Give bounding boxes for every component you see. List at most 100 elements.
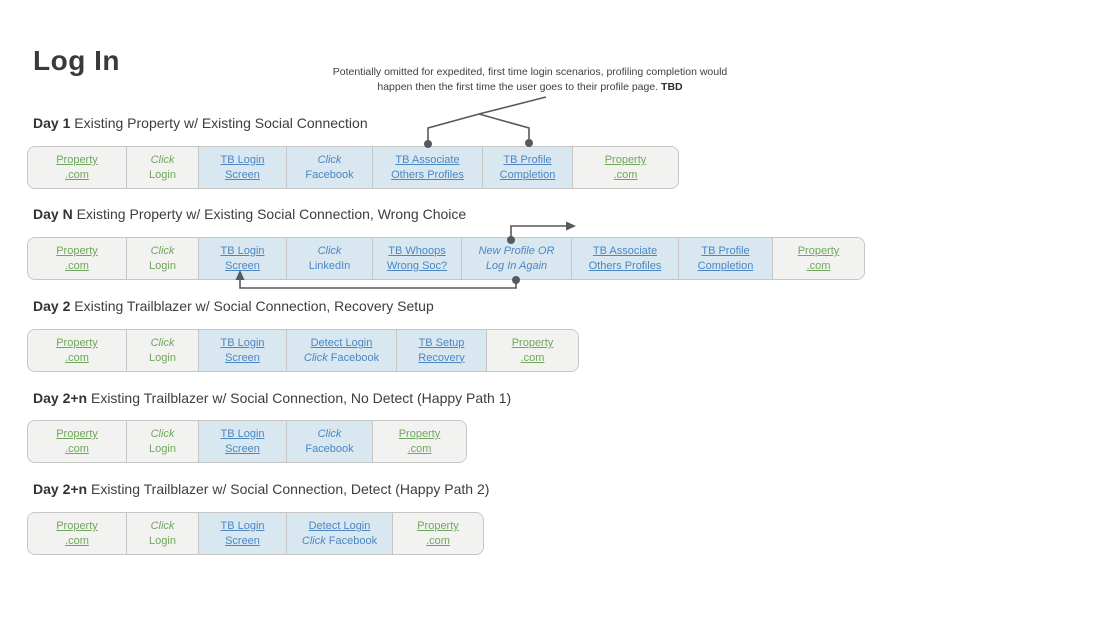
step-line: TB Login [220, 154, 265, 166]
step-line: Recovery [418, 351, 465, 364]
step-property-com[interactable]: Property .com [28, 238, 126, 279]
step-line: TB Login [220, 337, 265, 349]
step-line: Screen [225, 442, 260, 455]
step-line: Facebook [305, 442, 354, 455]
annotation-note: Potentially omitted for expedited, first… [280, 65, 780, 95]
step-property-com[interactable]: Property.com [392, 513, 483, 554]
step-line: Property [56, 337, 98, 349]
step-line: Property [417, 520, 459, 532]
tbd-label: TBD [661, 81, 683, 93]
step-line: TB Login [220, 520, 265, 532]
step-line: Property [56, 520, 98, 532]
step-line: Completion [697, 259, 754, 272]
step-line: Log In Again [485, 259, 548, 272]
step-property-com[interactable]: Property.com [28, 147, 126, 188]
step-line: New Profile OR [478, 245, 555, 257]
step-line: LinkedIn [308, 259, 351, 272]
step-property-com[interactable]: Property.com [486, 330, 578, 371]
step-line: Login [149, 442, 176, 455]
step-line: TB Associate [592, 245, 658, 257]
step-line: .com [65, 534, 89, 547]
step-property-com[interactable]: Property .com [28, 330, 126, 371]
flow-day-label: Day N [33, 206, 73, 222]
step-line: Click [150, 428, 175, 440]
step-line: Property [56, 245, 98, 257]
step-line: Screen [225, 351, 260, 364]
step-line: Others Profiles [391, 168, 464, 181]
step-line: Property [797, 245, 840, 257]
step-new-profile-or-log-in-again: New Profile OR Log In Again [461, 238, 571, 279]
step-property-com[interactable]: Property.com [572, 147, 678, 188]
step-line: Click [150, 154, 175, 166]
step-line: Click [150, 245, 175, 257]
step-line: .com [65, 168, 89, 181]
annotation-line-2: happen then the first time the user goes… [377, 81, 683, 93]
step-line: .com [65, 259, 89, 272]
flow-heading-day-2n-happy-path-2: Day 2+n Existing Trailblazer w/ Social C… [33, 481, 489, 497]
flow-heading-day-n: Day N Existing Property w/ Existing Soci… [33, 206, 466, 222]
annotation-line-1: Potentially omitted for expedited, first… [332, 66, 728, 78]
step-line: .com [806, 259, 831, 272]
step-line: Completion [499, 168, 556, 181]
step-line: Click [317, 245, 342, 257]
step-line: TB Whoops [388, 245, 446, 257]
step-line: Screen [225, 168, 260, 181]
step-line: Click Facebook [303, 351, 380, 364]
step-line: TB Login [220, 245, 265, 257]
flow-description: Existing Trailblazer w/ Social Connectio… [87, 481, 490, 497]
flow-day-label: Day 1 [33, 115, 71, 131]
step-line: Login [149, 534, 176, 547]
flow-day-label: Day 2+n [33, 390, 88, 406]
step-line: Click Facebook [301, 534, 378, 547]
step-line: Facebook [305, 168, 354, 181]
step-line: Detect Login [308, 520, 371, 532]
flow-description: Existing Property w/ Existing Social Con… [72, 206, 467, 222]
step-property-com[interactable]: Property .com [28, 513, 126, 554]
step-property-com[interactable]: Property.com [372, 421, 466, 462]
step-line: TB Setup [418, 337, 465, 349]
step-line: Others Profiles [588, 259, 662, 272]
flow-day-label: Day 2 [33, 298, 71, 314]
step-property-com[interactable]: Property .com [772, 238, 864, 279]
step-line: Property [604, 154, 647, 166]
flow-description: Existing Trailblazer w/ Social Connectio… [87, 390, 512, 406]
annotation-connector-fork [424, 96, 547, 148]
flow-heading-day-2n-happy-path-1: Day 2+n Existing Trailblazer w/ Social C… [33, 390, 511, 406]
step-line: Property [511, 337, 554, 349]
step-line: TB Login [220, 428, 265, 440]
step-line: Screen [225, 259, 260, 272]
step-line: TB Profile [701, 245, 750, 257]
step-line: Property [398, 428, 441, 440]
page-title: Log In [33, 45, 120, 76]
step-property-com[interactable]: Property.com [28, 421, 126, 462]
step-line: .com [65, 351, 89, 364]
step-line: Wrong Soc? [386, 259, 448, 272]
step-line: TB Profile [503, 154, 552, 166]
